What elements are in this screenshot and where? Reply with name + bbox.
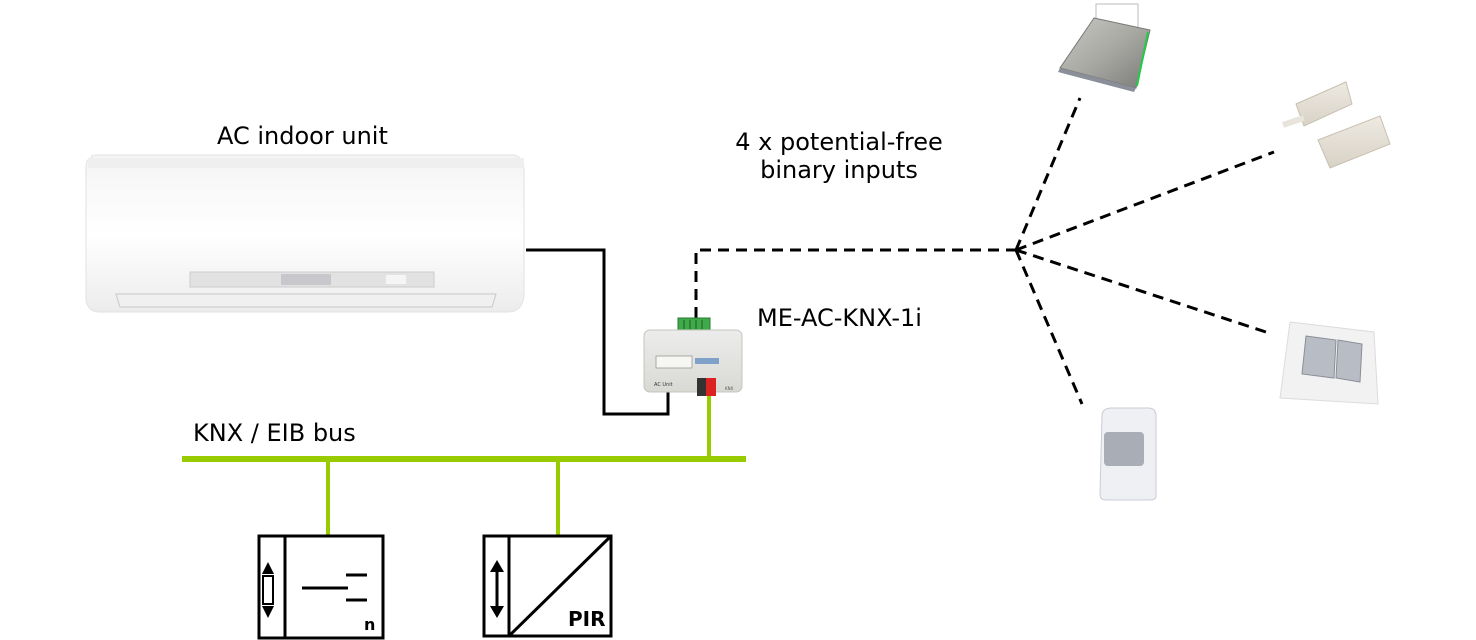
knx-bus: [182, 396, 746, 536]
dashed-wire-to-key-card-switch: [1014, 97, 1082, 251]
knx-connector-black: [697, 378, 706, 396]
pir-sensor-device[interactable]: PIR: [482, 534, 613, 638]
dashed-wire-to-wall-push-button: [1015, 248, 1273, 336]
interface-label-area: [655, 355, 693, 369]
binary-input-device[interactable]: n: [257, 534, 385, 640]
port-ac-label: AC Unit: [654, 382, 673, 388]
binary-inputs-label-line2: binary inputs: [760, 156, 918, 184]
ac-receiver: [386, 275, 406, 284]
ac-connection-wire: [526, 248, 670, 416]
dashed-wire-to-window-contact: [1015, 150, 1275, 252]
ac-top-vent: [88, 158, 524, 168]
contact-symbol-icon: [302, 573, 367, 602]
interface-model-label: ME-AC-KNX-1i: [757, 304, 922, 332]
channel-count-label: n: [364, 615, 375, 634]
wall-push-button[interactable]: [1279, 321, 1379, 405]
ac-unit-label: AC indoor unit: [217, 122, 388, 150]
interface-logo: [695, 358, 719, 364]
bus-coupler-icon: [490, 560, 504, 618]
window-contact[interactable]: [1281, 81, 1391, 169]
bus-coupler-icon: [262, 562, 274, 618]
interface-housing: [643, 329, 743, 393]
bus-label: KNX / EIB bus: [193, 419, 356, 447]
sensor-diagonal: [507, 534, 613, 638]
terminal-block: [677, 317, 711, 332]
ac-louver: [115, 293, 497, 308]
pir-symbol-label: PIR: [568, 607, 606, 631]
interface-device: AC Unit KNX: [643, 317, 743, 396]
pir-lens: [1104, 432, 1144, 466]
binary-inputs-label-line1: 4 x potential-free: [735, 128, 943, 156]
motion-detector[interactable]: [1099, 407, 1157, 501]
ac-display: [281, 274, 331, 285]
key-card-switch[interactable]: [1058, 3, 1151, 92]
port-knx-label: KNX: [725, 386, 734, 391]
binary-inputs-label: 4 x potential-free binary inputs: [712, 128, 966, 184]
ac-indoor-unit: [85, 154, 525, 313]
knx-connector-red: [706, 378, 716, 396]
dashed-wire-to-motion-detector: [1014, 249, 1084, 405]
binary-inputs-trunk: [694, 248, 1016, 318]
status-led: [1136, 31, 1149, 87]
